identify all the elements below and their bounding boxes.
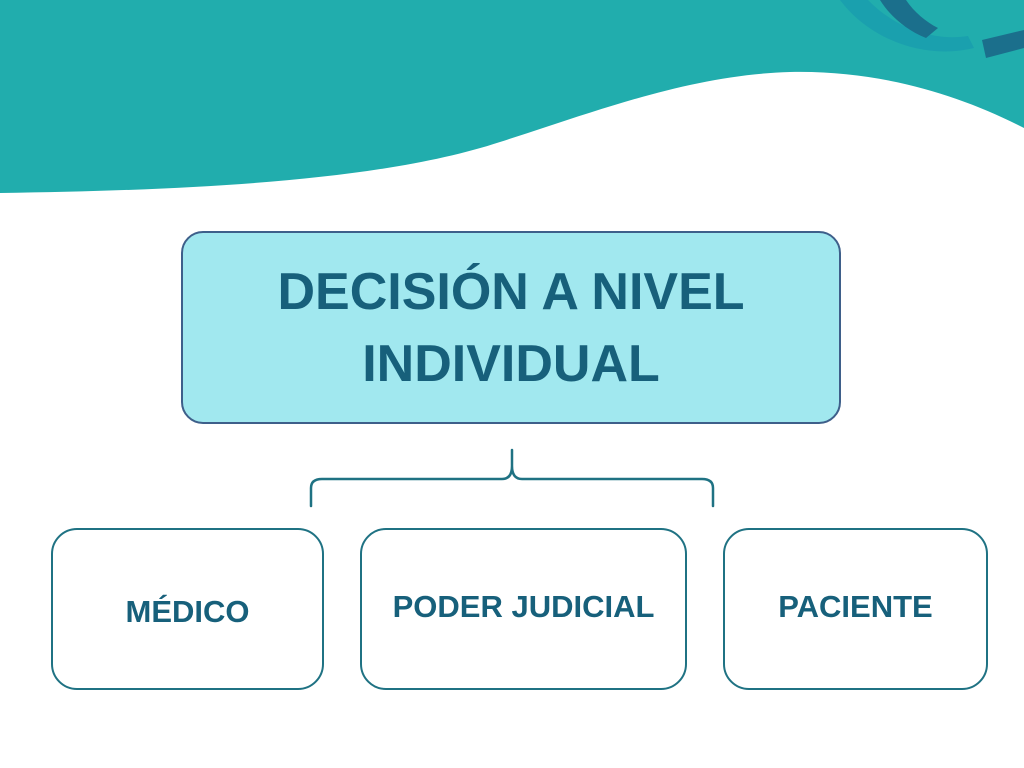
corner-logo-icon [840, 0, 1024, 58]
node-paciente-label: PACIENTE [778, 589, 933, 624]
node-poder-judicial-label: PODER JUDICIAL [392, 589, 655, 624]
main-decision-box: DECISIÓN A NIVEL INDIVIDUAL [181, 231, 841, 424]
node-poder-judicial: PODER JUDICIAL [360, 528, 687, 690]
main-title-line1: DECISIÓN A NIVEL [277, 262, 745, 321]
main-title-line2: INDIVIDUAL [362, 334, 660, 393]
node-medico: MÉDICO [51, 528, 324, 690]
node-medico-label: MÉDICO [125, 594, 250, 629]
node-paciente: PACIENTE [723, 528, 988, 690]
teal-wave-shape [0, 0, 1024, 193]
